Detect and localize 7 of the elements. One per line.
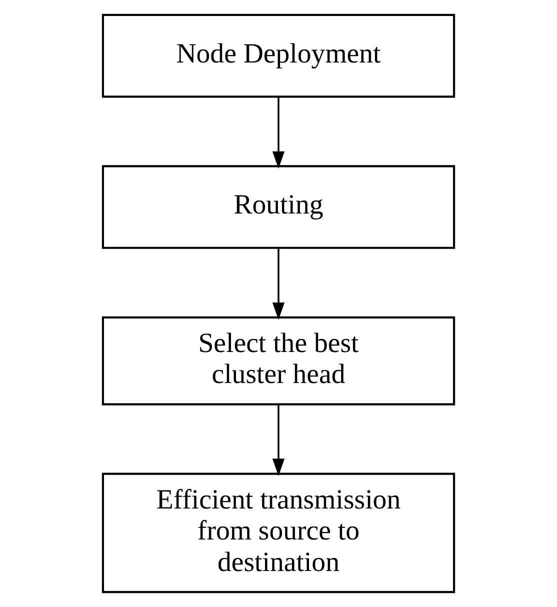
node-box: Routing [102,165,456,249]
arrow [272,97,285,169]
node-box: Select the best cluster head [102,316,456,406]
arrow [272,248,285,320]
node-box: Node Deployment [102,14,456,98]
arrow [272,405,285,476]
node-box: Efficient transmission from source to destination [102,472,456,594]
